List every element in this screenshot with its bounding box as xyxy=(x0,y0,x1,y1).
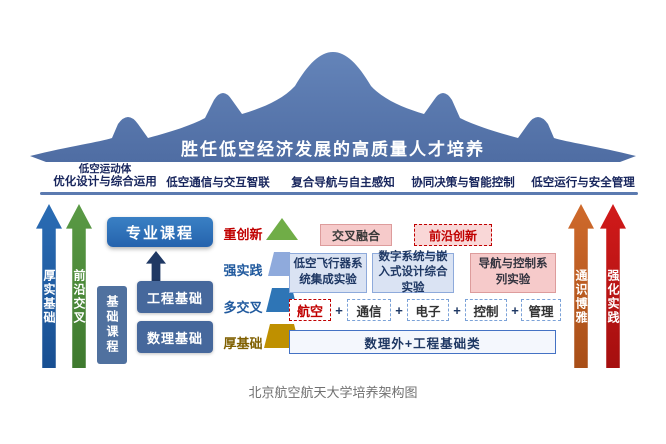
pillar-arrow-label: 强化实践 xyxy=(606,269,620,325)
domain-label: 复合导航与自主感知 xyxy=(291,177,395,189)
cross-fusion-box: 交叉融合 xyxy=(320,224,392,246)
discipline-box-control: 控制 xyxy=(465,299,507,321)
plus-sign: + xyxy=(453,302,461,318)
plus-sign: + xyxy=(511,302,519,318)
domain-label: 优化设计与综合运用 xyxy=(53,176,157,188)
math-foundation-box: 数理基础 xyxy=(137,321,213,353)
discipline-box-communication: 通信 xyxy=(347,299,391,321)
engineering-foundation-box: 工程基础 xyxy=(137,281,213,313)
pillar-arrow-frontier-cross: 前沿交叉 xyxy=(66,204,92,368)
discipline-box-aviation: 航空 xyxy=(289,299,331,321)
trait-label-foundation: 厚基础 xyxy=(223,336,263,351)
pillar-arrow-solid-foundation: 厚实基础 xyxy=(36,204,62,368)
trait-label-practice: 强实践 xyxy=(223,263,263,278)
experiment-box-lowaltitude-integration: 低空飞行器系统集成实验 xyxy=(289,253,367,293)
divider-bar xyxy=(40,192,638,195)
pillar-arrow-label: 厚实基础 xyxy=(42,269,56,325)
figure-caption: 北京航空航天大学培养架构图 xyxy=(248,385,418,400)
trait-label-cross: 多交叉 xyxy=(223,300,263,315)
pillar-arrow-liberal-arts: 通识博雅 xyxy=(568,204,594,368)
basic-courses-box: 基础课程 xyxy=(97,286,127,364)
discipline-box-management: 管理 xyxy=(521,299,561,321)
domain-label: 低空通信与交互智联 xyxy=(166,177,270,189)
pillar-arrow-intensive-practice: 强化实践 xyxy=(600,204,626,368)
discipline-box-electronics: 电子 xyxy=(407,299,449,321)
foundation-courses-band: 数理外+工程基础类 xyxy=(289,330,556,354)
frontier-innovation-box: 前沿创新 xyxy=(414,224,492,246)
experiment-box-digital-embedded: 数字系统与嵌入式设计综合实验 xyxy=(372,251,454,294)
professional-courses-box: 专业课程 xyxy=(107,217,213,247)
plus-sign: + xyxy=(335,302,343,318)
trait-label-innovation: 重创新 xyxy=(223,227,263,242)
pillar-arrow-label: 通识博雅 xyxy=(574,269,588,325)
plus-sign: + xyxy=(395,302,403,318)
domain-sublabel: 低空运动体 xyxy=(78,163,132,175)
basic-courses-label: 基础课程 xyxy=(105,295,119,355)
domain-label-group: 低空运动体 优化设计与综合运用 xyxy=(40,163,170,189)
skyline-silhouette-icon xyxy=(30,52,636,162)
banner-title: 胜任低空经济发展的高质量人才培养 xyxy=(181,140,485,159)
up-arrow-icon xyxy=(146,251,166,281)
experiment-box-nav-control: 导航与控制系列实验 xyxy=(470,253,556,293)
domain-label: 低空运行与安全管理 xyxy=(531,177,635,189)
domain-label: 协同决策与智能控制 xyxy=(411,177,515,189)
stack-layer-green xyxy=(266,218,298,240)
pillar-arrow-label: 前沿交叉 xyxy=(72,269,86,325)
